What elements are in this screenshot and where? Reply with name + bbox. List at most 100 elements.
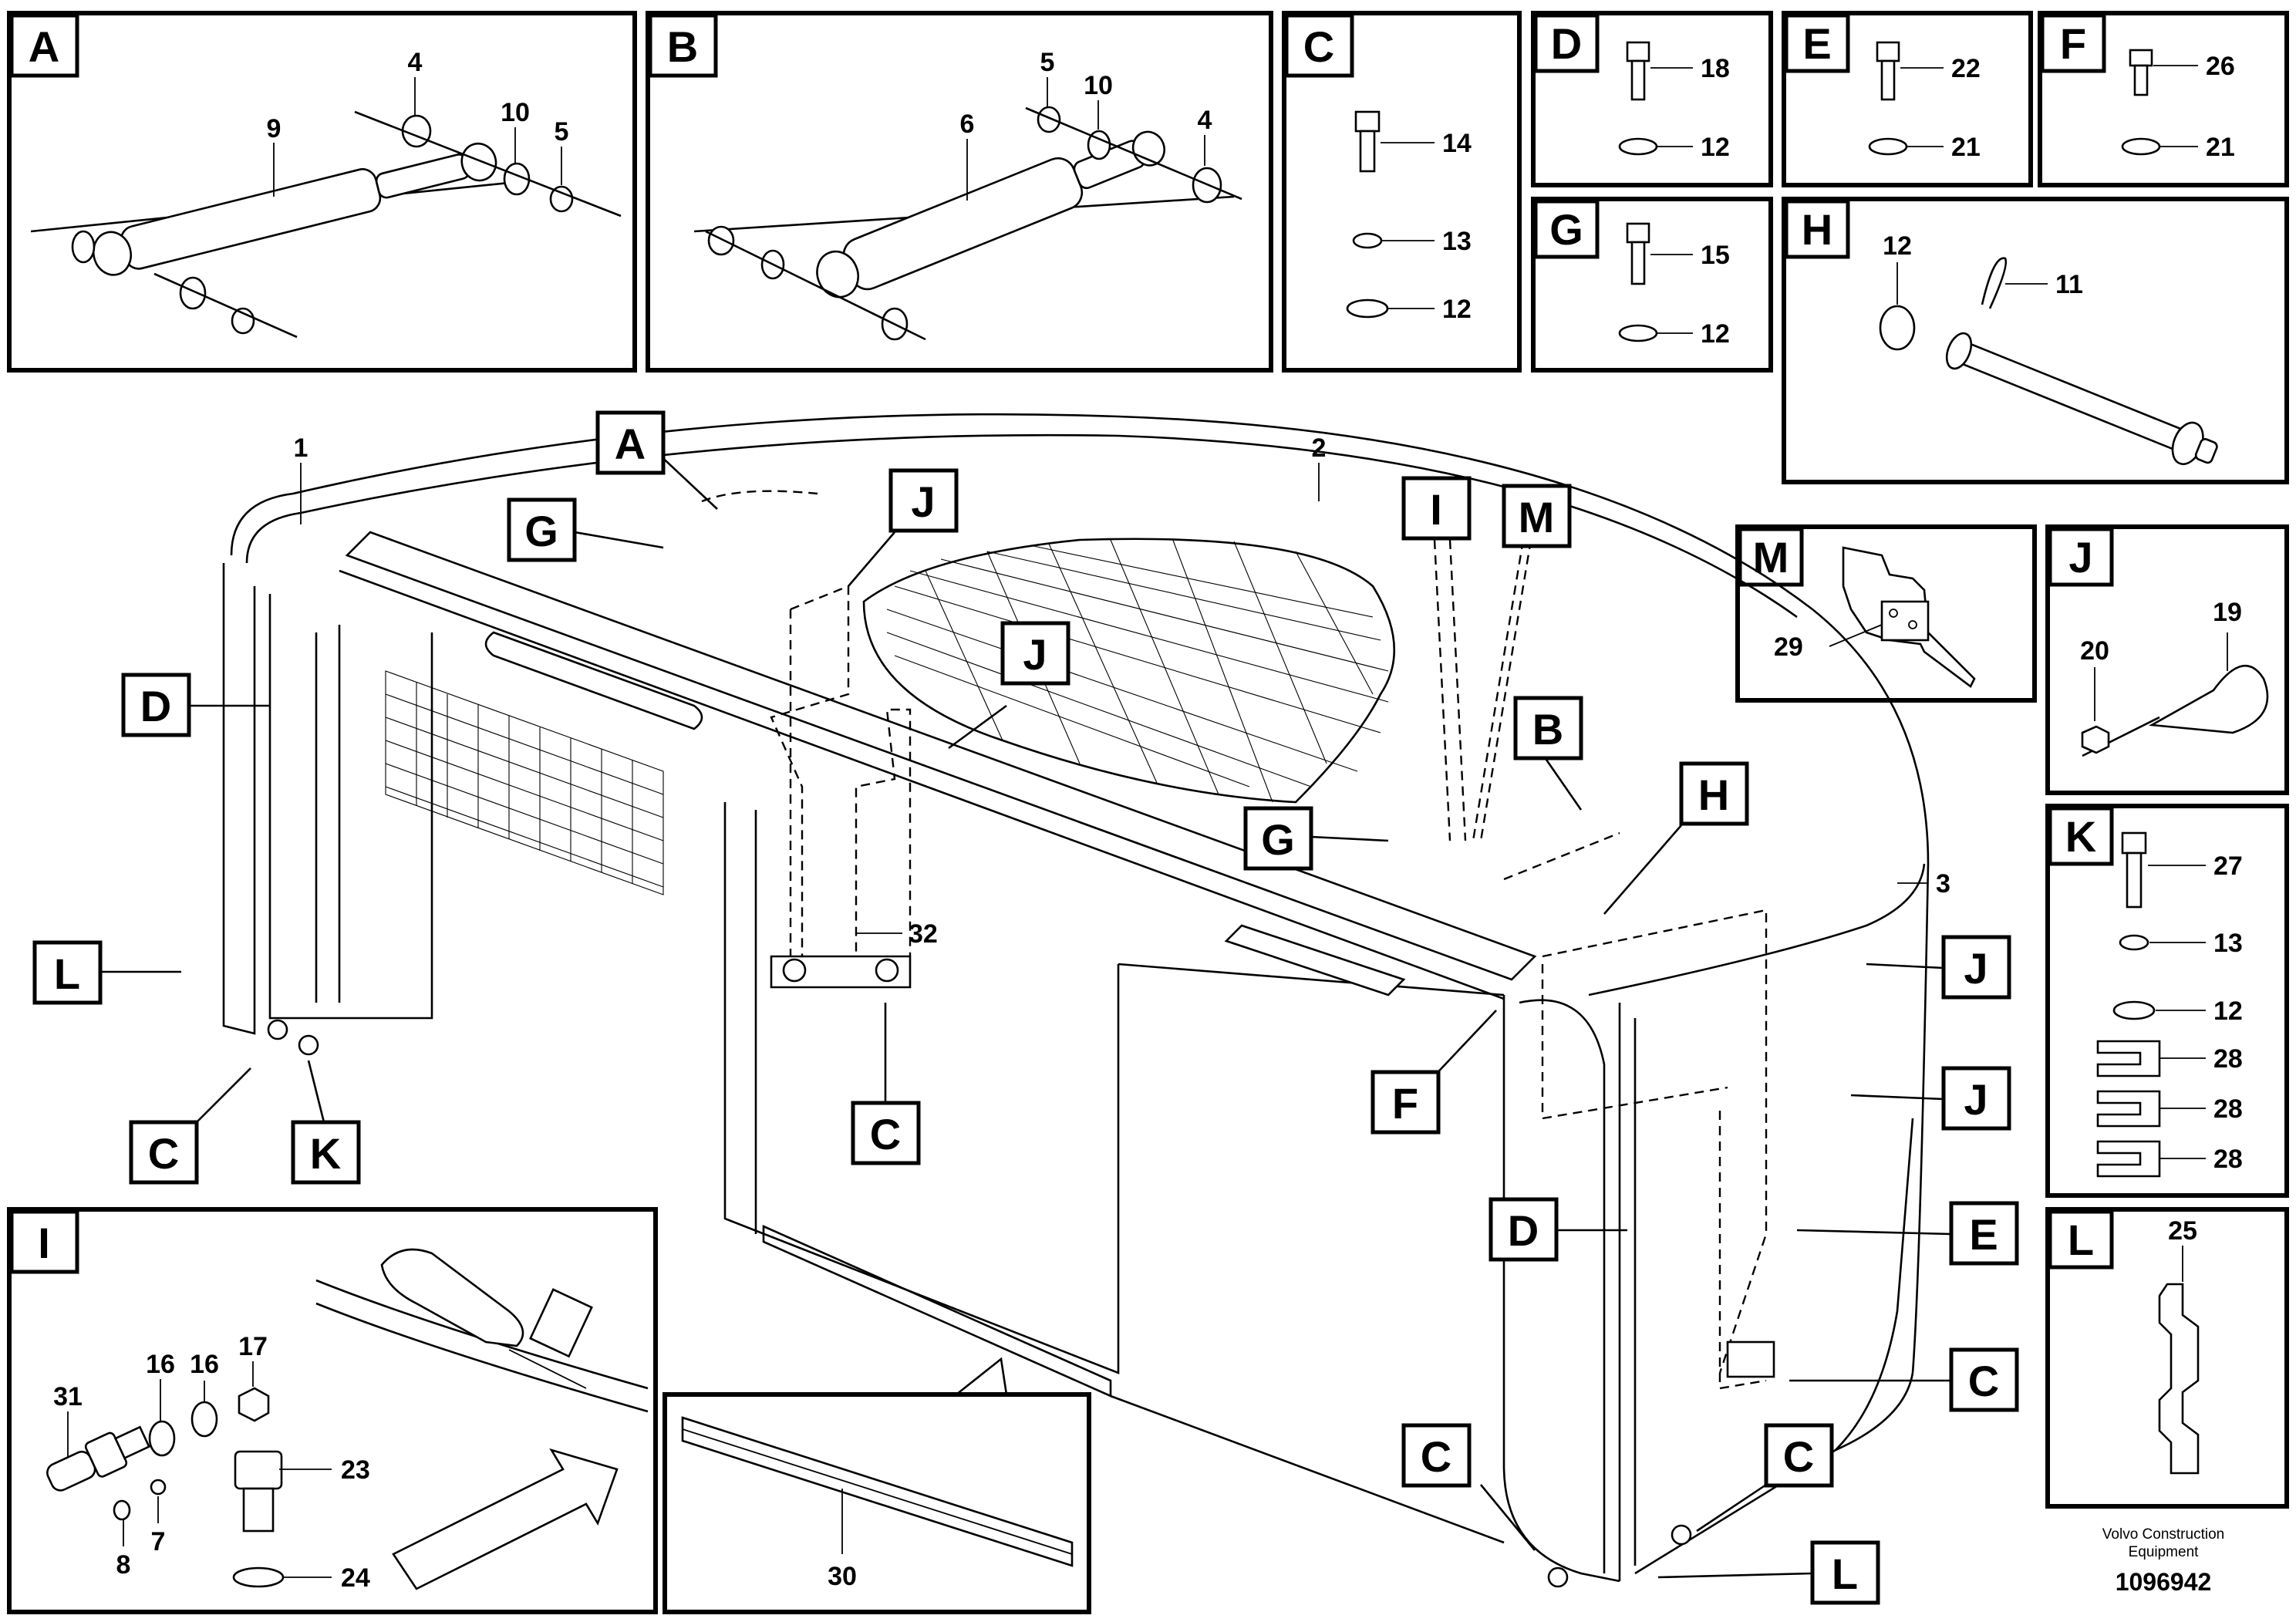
panel-J: J 20 19 [2045,524,2289,795]
callout-12: 12 [1883,231,1912,261]
panel-C-label: C [1303,22,1334,71]
panel-F: F 26 21 [2038,11,2289,187]
tag-B: B [1532,705,1563,754]
callout-4: 4 [1198,106,1212,135]
tag-C: C [1783,1432,1814,1481]
tag-D: D [1508,1206,1539,1255]
callout-30: 30 [828,1562,857,1591]
panel-A: A 9 4 10 5 [7,11,637,373]
panel-M: M 29 [1735,524,2037,703]
callout-22: 22 [1951,54,1981,83]
callout-5: 5 [555,117,569,147]
tag-K: K [310,1129,341,1178]
document-number: 1096942 [2116,1568,2212,1596]
left-mesh-grille [385,670,664,895]
panel-K-label: K [2065,812,2096,861]
tag-J: J [1023,630,1047,679]
callout-6: 6 [960,110,975,139]
tag-J: J [911,477,935,526]
main-callouts: 1 2 3 32 [294,433,1950,949]
panel-D: D 18 12 [1531,11,1773,187]
callout-28: 28 [2213,1094,2243,1124]
tag-C: C [870,1110,901,1158]
callout-28: 28 [2213,1145,2243,1174]
callout-16: 16 [146,1350,175,1379]
panel-L: L 25 [2045,1207,2289,1509]
callout-27: 27 [2213,851,2243,881]
callout-24: 24 [341,1563,370,1593]
panel-E: E 22 21 [1782,11,2033,187]
callout-10: 10 [501,98,530,127]
callout-25: 25 [2168,1216,2197,1246]
tag-C: C [148,1129,179,1178]
callout-21: 21 [2206,133,2235,162]
top-mesh-grille [862,538,1396,804]
tag-C: C [1968,1357,1999,1405]
tag-A: A [615,420,646,468]
callout-7: 7 [151,1527,166,1556]
tag-J: J [1964,1075,1988,1124]
callout-28: 28 [2213,1044,2243,1074]
main-location-tags: A G J J I M B G H D [32,410,2019,1605]
panel-A-label: A [29,22,59,71]
panel-I-label: I [38,1219,50,1267]
callout-16: 16 [190,1350,219,1379]
panel-seal: 30 [663,1357,1091,1614]
panel-G-label: G [1549,205,1583,254]
callout-3: 3 [1936,869,1950,899]
panel-I: I 31 16 16 17 8 7 [7,1207,658,1614]
callout-23: 23 [341,1455,370,1485]
callout-21: 21 [1951,133,1981,162]
tag-G: G [1261,815,1295,864]
callout-13: 13 [1442,227,1472,256]
callout-12: 12 [2213,996,2243,1026]
callout-10: 10 [1084,71,1113,100]
panel-E-label: E [1802,19,1831,68]
callout-12: 12 [1701,133,1730,162]
tag-H: H [1698,771,1729,819]
panel-L-label: L [2068,1216,2094,1264]
panel-G: G 15 12 [1531,197,1773,373]
callout-13: 13 [2213,929,2243,958]
footer: Volvo Construction Equipment 1096942 [2102,1526,2224,1596]
callout-18: 18 [1701,54,1730,83]
callout-12: 12 [1442,295,1472,324]
panel-H: H 12 11 [1782,197,2289,484]
callout-8: 8 [116,1550,131,1580]
tag-E: E [1969,1210,1998,1259]
tag-L: L [1832,1549,1858,1598]
main-hood-view [222,413,1930,1588]
callout-17: 17 [238,1332,268,1361]
callout-9: 9 [267,114,282,143]
tag-L: L [54,949,80,998]
tag-F: F [1392,1079,1418,1128]
tag-G: G [524,507,558,555]
callout-4: 4 [408,48,423,77]
panel-M-label: M [1753,533,1789,582]
callout-12: 12 [1701,319,1730,349]
panel-B: B 6 5 10 4 [646,11,1273,373]
callout-19: 19 [2213,598,2242,627]
callout-20: 20 [2080,636,2109,666]
callout-32: 32 [909,919,938,949]
callout-31: 31 [53,1382,83,1411]
tag-C: C [1421,1432,1451,1481]
callout-29: 29 [1774,632,1803,662]
tag-J: J [1964,944,1988,993]
callout-1: 1 [294,433,308,463]
panel-F-label: F [2060,19,2086,68]
company-name-line1: Volvo Construction [2102,1526,2224,1543]
panel-D-label: D [1551,19,1582,68]
panel-J-label: J [2068,533,2092,582]
callout-26: 26 [2206,52,2235,81]
tag-M: M [1519,493,1555,541]
tag-I: I [1430,485,1442,534]
callout-5: 5 [1040,48,1055,77]
tag-D: D [140,682,171,730]
callout-2: 2 [1312,433,1327,463]
panel-B-label: B [667,22,698,71]
callout-11: 11 [2055,270,2083,299]
callout-14: 14 [1442,129,1472,158]
company-name-line2: Equipment [2129,1544,2200,1560]
